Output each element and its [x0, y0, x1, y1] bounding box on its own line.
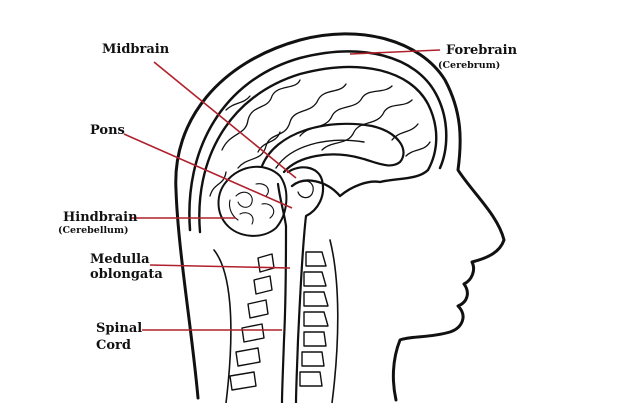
label-forebrain-sub: (Cerebrum): [438, 60, 501, 71]
label-midbrain: Midbrain: [102, 42, 170, 57]
label-medulla-line1: Medulla: [90, 252, 150, 267]
cerebellum: [217, 165, 288, 237]
label-medulla-line2: oblongata: [90, 267, 163, 282]
leader-forebrain: [349, 49, 441, 55]
corpus-callosum: [260, 122, 405, 174]
skull-outline: [188, 50, 448, 232]
brain-outline: [198, 65, 438, 234]
leader-midbrain: [153, 61, 297, 179]
label-hindbrain: Hindbrain: [63, 210, 138, 225]
label-spinal-line1: Spinal: [96, 321, 143, 336]
label-hindbrain-sub: (Cerebellum): [58, 225, 129, 236]
head-outline: [174, 32, 506, 402]
leader-medulla: [149, 264, 291, 269]
label-spinal-line2: Cord: [96, 338, 131, 353]
brainstem: [286, 166, 325, 403]
label-pons: Pons: [90, 123, 125, 138]
label-leaders: [123, 49, 441, 331]
vertebral-column: [229, 251, 329, 391]
leader-pons: [123, 133, 293, 209]
label-forebrain: Forebrain: [446, 43, 518, 58]
